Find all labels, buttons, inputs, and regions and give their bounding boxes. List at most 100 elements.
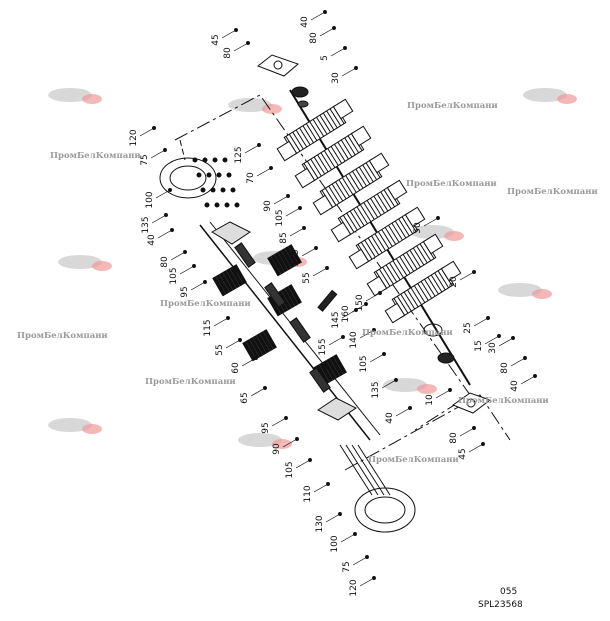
bearing bbox=[291, 86, 309, 98]
leader-line bbox=[151, 214, 167, 224]
leader-line bbox=[289, 227, 305, 237]
callout-label: 120 bbox=[349, 579, 359, 596]
rotor-blade bbox=[410, 287, 422, 305]
leader-dot bbox=[353, 532, 357, 536]
parts-geometry bbox=[159, 54, 511, 533]
rotor-disc bbox=[366, 233, 444, 297]
callout-label: 135 bbox=[141, 216, 151, 233]
leader-dot bbox=[238, 338, 242, 342]
rotor-blade bbox=[409, 249, 421, 268]
hammer-pack bbox=[386, 179, 408, 201]
hammer bbox=[267, 256, 282, 277]
hammer bbox=[274, 252, 289, 273]
watermark-logo bbox=[238, 433, 282, 447]
leader-line bbox=[256, 167, 272, 177]
rotor-disc bbox=[348, 206, 426, 270]
rotor-blade bbox=[385, 264, 398, 283]
leader-dot bbox=[286, 194, 290, 198]
rotor-blade bbox=[309, 121, 321, 139]
leader-dot bbox=[308, 458, 312, 462]
leader-line bbox=[365, 292, 381, 302]
watermark-text: ПромБелКомпани bbox=[17, 331, 108, 341]
rotor-blade bbox=[334, 144, 346, 162]
hammer bbox=[259, 331, 274, 352]
hammer-pack bbox=[267, 244, 302, 277]
rotor-blade bbox=[402, 254, 415, 272]
leader-line bbox=[395, 407, 411, 417]
hammer-pack bbox=[212, 264, 247, 297]
leader-dot bbox=[295, 437, 299, 441]
callout-label: 15 bbox=[474, 340, 484, 351]
rotor-blade bbox=[349, 210, 362, 229]
callout-label: 105 bbox=[285, 461, 295, 478]
rotor-blade bbox=[288, 133, 301, 152]
leader-line bbox=[328, 336, 344, 346]
rotor-blade bbox=[358, 166, 371, 185]
leader-dot bbox=[302, 226, 306, 230]
leader-line bbox=[319, 27, 335, 37]
hammer bbox=[322, 360, 337, 381]
watermark-logo bbox=[92, 261, 112, 271]
hammer bbox=[262, 329, 277, 350]
hammer bbox=[319, 362, 334, 383]
callout-label: 150 bbox=[355, 294, 365, 311]
leader-line bbox=[250, 387, 266, 397]
rotor-blade bbox=[338, 179, 350, 197]
hammer bbox=[332, 354, 347, 375]
leader-dot bbox=[523, 356, 527, 360]
rotor-blade bbox=[348, 173, 361, 191]
hammer bbox=[229, 266, 244, 287]
rotor-disc bbox=[276, 98, 354, 162]
rotor-blade bbox=[388, 225, 400, 243]
watermark-text: ПромБелКомпани bbox=[368, 455, 459, 465]
bolt-head bbox=[226, 172, 232, 178]
rotor-blade bbox=[417, 283, 429, 301]
rotor-blade bbox=[366, 200, 379, 218]
leader-line bbox=[233, 42, 249, 52]
callout-label: 45 bbox=[211, 34, 221, 45]
leader-line bbox=[459, 271, 475, 281]
rotor-blade bbox=[424, 279, 436, 297]
callout-label: 20 bbox=[449, 276, 459, 288]
rotor-blade bbox=[380, 191, 392, 210]
bolt-head bbox=[214, 202, 220, 208]
leader-dot bbox=[436, 216, 440, 220]
leader-line bbox=[179, 265, 195, 275]
leader-dot bbox=[314, 246, 318, 250]
callout-label: 100 bbox=[145, 191, 155, 208]
leader-dot bbox=[341, 335, 345, 339]
leader-dot bbox=[472, 426, 476, 430]
leader-dot bbox=[354, 308, 358, 312]
leader-dot bbox=[203, 280, 207, 284]
callout-label: 145 bbox=[331, 311, 341, 328]
rotor-blade bbox=[312, 119, 325, 137]
leader-dot bbox=[533, 374, 537, 378]
watermark-logo bbox=[58, 255, 102, 269]
rotor-disc bbox=[384, 260, 462, 324]
rotor-blade bbox=[295, 129, 308, 148]
bolt-head bbox=[204, 202, 210, 208]
rotor-blade bbox=[403, 291, 416, 310]
callout-label: 100 bbox=[330, 535, 340, 552]
rotor-blade bbox=[376, 193, 389, 212]
leader-line bbox=[484, 335, 500, 345]
tie-rod bbox=[357, 444, 391, 496]
rotor-blade bbox=[382, 266, 394, 285]
leader-line bbox=[423, 217, 439, 227]
hammer bbox=[242, 341, 257, 362]
leader-line bbox=[498, 337, 514, 347]
leader-dot bbox=[254, 356, 258, 360]
callout-label: 70 bbox=[246, 172, 256, 184]
leader-line bbox=[150, 149, 166, 159]
leader-dot bbox=[269, 166, 273, 170]
rotor-blade bbox=[430, 274, 443, 293]
bolt-head bbox=[220, 187, 226, 193]
rotor-blade bbox=[419, 243, 432, 262]
rotor-blade bbox=[346, 212, 358, 231]
watermark-logo bbox=[532, 289, 552, 299]
end-plate-bottom bbox=[354, 487, 416, 533]
watermark-logo bbox=[272, 439, 292, 449]
bolt-head bbox=[192, 157, 198, 163]
leader-dot bbox=[343, 46, 347, 50]
rotor-blade bbox=[407, 289, 419, 308]
